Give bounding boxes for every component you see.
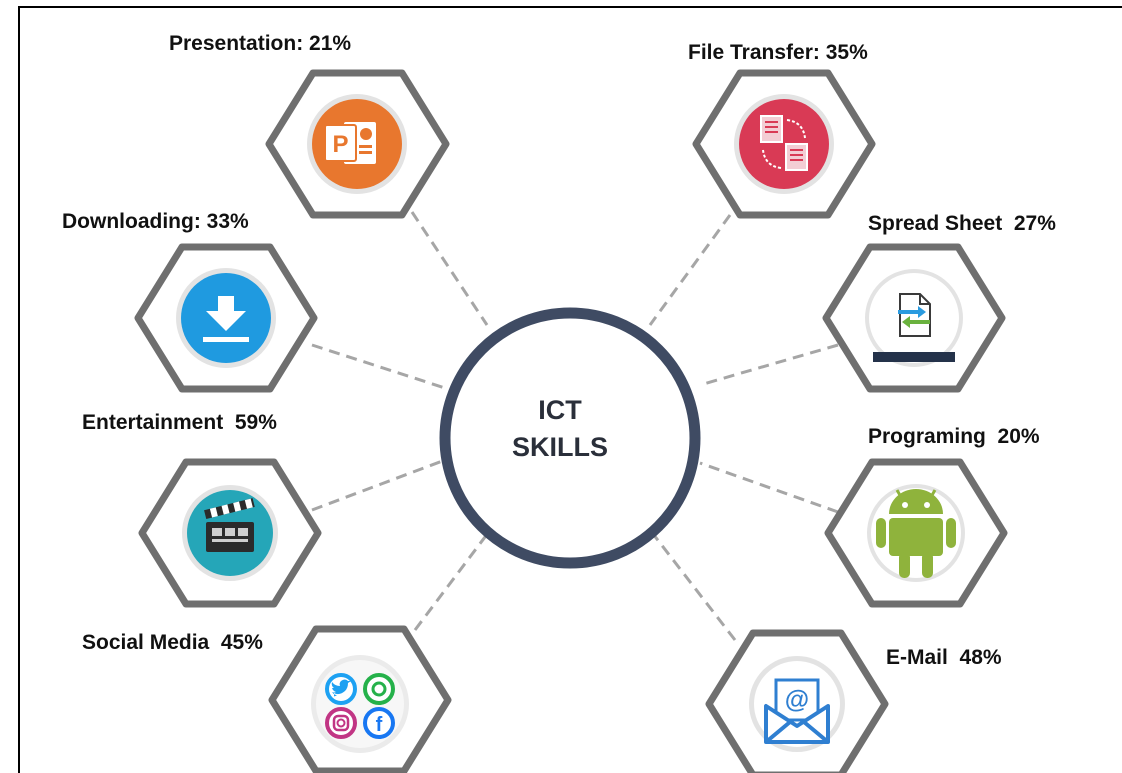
label-presentation: Presentation: 21% [169, 32, 352, 55]
connector-file-transfer [648, 214, 732, 326]
connector-downloading [311, 343, 446, 390]
svg-text:P: P [332, 131, 348, 158]
connectors [311, 211, 839, 641]
connector-social-media [413, 532, 490, 631]
android-icon [867, 484, 965, 582]
hexagons [134, 69, 1008, 773]
label-entertainment: Entertainment 59% [82, 411, 277, 434]
svg-text:@: @ [785, 686, 809, 714]
spreadsheet-icon [865, 269, 963, 367]
center-label-line2: SKILLS [511, 432, 608, 463]
label-social-media: Social Media 45% [82, 631, 263, 654]
social-media-icon: f [311, 655, 409, 753]
connector-presentation [410, 211, 489, 326]
frame-left-border [18, 6, 20, 773]
center-label-line1: ICT [538, 395, 582, 425]
label-file-transfer: File Transfer: 35% [688, 41, 868, 64]
connector-spreadsheet [699, 343, 839, 387]
file-transfer-icon [734, 94, 834, 194]
svg-text:f: f [376, 714, 383, 736]
label-email: E-Mail 48% [886, 646, 1002, 669]
label-programing: Programing 20% [868, 425, 1040, 448]
connector-entertainment [311, 458, 446, 512]
center-circle [439, 307, 701, 569]
label-spreadsheet: Spread Sheet 27% [868, 212, 1056, 235]
presentation-icon: P [307, 94, 407, 194]
clapperboard-icon [182, 485, 278, 581]
download-icon [176, 268, 276, 368]
frame-top-border [18, 6, 1122, 8]
connector-email [648, 529, 737, 641]
email-icon: @ [749, 656, 845, 752]
center-label: ICT SKILLS [470, 392, 650, 467]
label-downloading: Downloading: 33% [62, 210, 249, 233]
connector-programing [699, 461, 839, 514]
